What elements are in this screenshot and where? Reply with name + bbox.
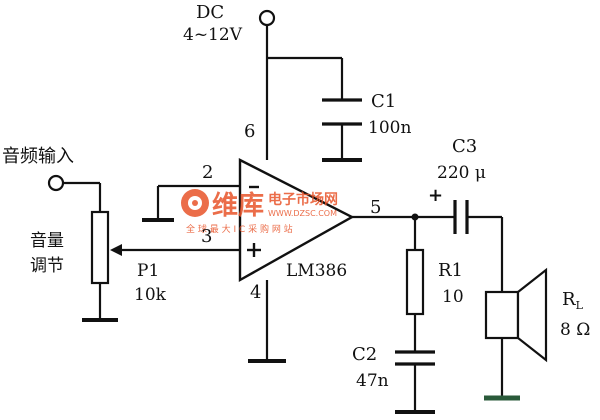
c1-value-label: 100n xyxy=(368,118,411,138)
lm386-op-amp xyxy=(238,158,355,283)
ground-symbols xyxy=(82,158,435,414)
output-junction-dot xyxy=(411,213,419,221)
pin6-label: 6 xyxy=(244,121,255,142)
c3-name-label: C3 xyxy=(452,136,477,157)
volume-label-line1: 音量 xyxy=(30,231,64,251)
c1-name-label: C1 xyxy=(371,91,396,112)
dzsc-watermark: 维库 电子市场网 WWW.DZSC.COM 全 球 最 大 I C 采 购 网 … xyxy=(181,189,338,235)
p1-value-label: 10k xyxy=(134,285,167,305)
dc-voltage-label: 4~12V xyxy=(183,25,243,45)
resistor-r1 xyxy=(405,248,425,316)
pin5-label: 5 xyxy=(370,197,381,218)
dc-terminal-icon xyxy=(258,9,276,27)
pin2-label: 2 xyxy=(202,162,213,183)
watermark-title: 电子市场网 xyxy=(268,191,338,208)
input-terminal-icon xyxy=(47,174,65,192)
audio-input-label: 音频输入 xyxy=(2,146,74,167)
pin4-label: 4 xyxy=(250,282,261,303)
c2-name-label: C2 xyxy=(352,344,377,365)
pin3-label: 3 xyxy=(201,226,212,247)
volume-label-line2: 调节 xyxy=(30,256,64,276)
wires xyxy=(63,26,504,410)
capacitor-c3 xyxy=(453,200,469,234)
capacitor-c2 xyxy=(395,350,435,366)
watermark-brand: 维库 xyxy=(212,190,264,221)
speaker-name-label: RL xyxy=(562,289,584,312)
wiper-arrow-icon xyxy=(110,244,122,256)
c3-polarity-label: + xyxy=(428,185,443,206)
lm386-label: LM386 xyxy=(286,261,347,281)
capacitor-c1 xyxy=(322,98,362,126)
c2-value-label: 47n xyxy=(356,371,389,391)
watermark-tagline: 全 球 最 大 I C 采 购 网 站 xyxy=(186,223,293,235)
watermark-url: WWW.DZSC.COM xyxy=(268,209,337,218)
speaker-icon xyxy=(484,267,548,363)
p1-name-label: P1 xyxy=(137,261,159,281)
r1-name-label: R1 xyxy=(438,260,463,281)
speaker-value-label: 8 Ω xyxy=(560,320,590,340)
c3-value-label: 220 μ xyxy=(437,163,486,183)
potentiometer-p1 xyxy=(90,210,122,285)
r1-value-label: 10 xyxy=(442,287,464,307)
dc-label: DC xyxy=(196,2,224,23)
